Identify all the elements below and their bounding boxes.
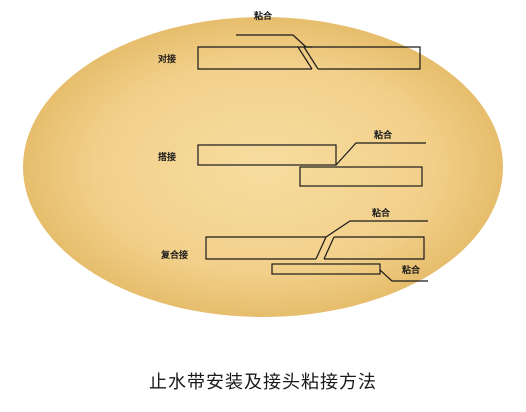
figure-caption: 止水带安装及接头粘接方法 xyxy=(149,372,377,393)
composite-left-strip xyxy=(205,236,326,260)
composite-right-strip xyxy=(324,236,425,260)
butt-right-strip xyxy=(304,46,421,70)
butt-joint-label: 对接 xyxy=(158,53,176,65)
background-ellipse xyxy=(23,17,503,317)
composite-joint-label: 复合接 xyxy=(160,249,188,261)
composite-callout-top-line xyxy=(325,220,428,238)
composite-backing-strip xyxy=(271,263,381,275)
lap-lower-strip xyxy=(299,166,423,187)
lap-callout-label: 粘合 xyxy=(373,129,393,141)
butt-bevel xyxy=(303,46,319,70)
composite-joint: 复合接 粘合 粘合 xyxy=(160,207,428,282)
composite-bevel-2 xyxy=(315,236,327,260)
lap-joint-label: 搭接 xyxy=(158,151,176,163)
lap-callout-line xyxy=(335,142,426,166)
lap-upper-strip xyxy=(197,144,337,166)
composite-bevel xyxy=(323,236,335,260)
lap-joint: 搭接 粘合 xyxy=(158,129,426,187)
composite-callout-top-label: 粘合 xyxy=(371,207,391,219)
butt-left-strip xyxy=(197,46,312,70)
butt-bevel-2 xyxy=(297,46,313,70)
butt-callout-line xyxy=(236,34,307,48)
butt-callout-label: 粘合 xyxy=(253,10,273,22)
composite-callout-bottom-label: 粘合 xyxy=(401,264,421,276)
composite-callout-bottom-line xyxy=(379,269,428,282)
butt-joint: 对接 粘合 xyxy=(158,10,421,70)
